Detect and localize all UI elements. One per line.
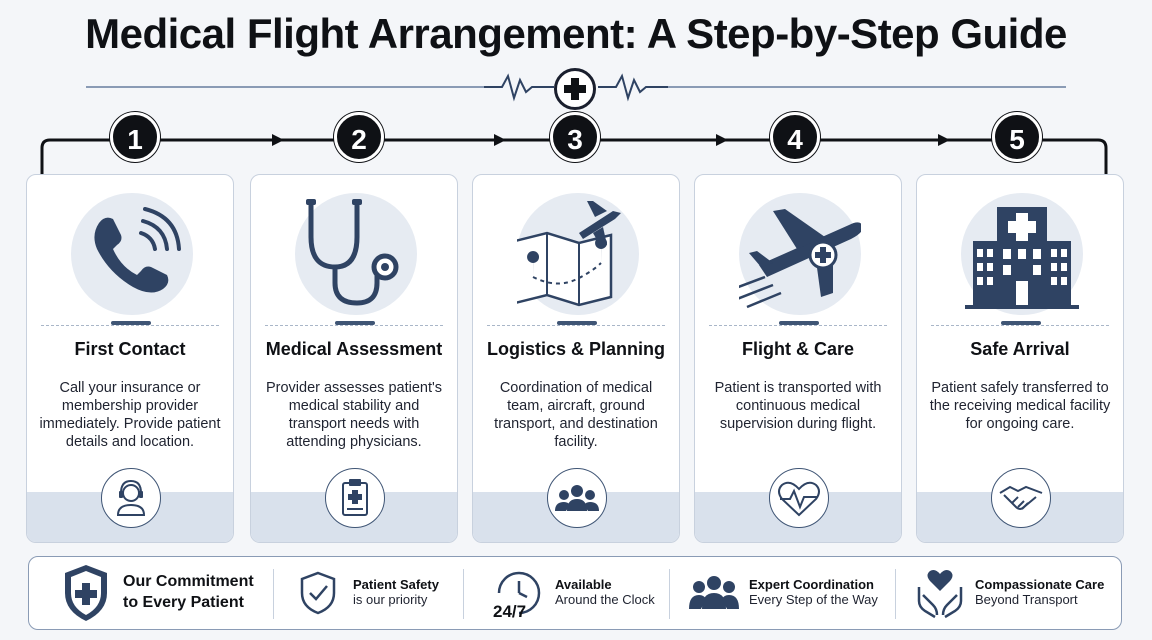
step-number-4: 4	[770, 112, 820, 162]
card-divider	[709, 325, 887, 326]
step-title: Safe Arrival	[970, 339, 1070, 359]
card-accent-bar	[1001, 321, 1041, 325]
card-divider	[265, 325, 443, 326]
card-divider	[931, 325, 1109, 326]
commitment-heading-line1: Our Commitment	[123, 573, 254, 590]
team-icon	[689, 576, 739, 609]
step-card-flight-care: Flight & Care Patient is transported wit…	[694, 174, 902, 543]
step-description: Patient is transported with continuous m…	[714, 380, 882, 432]
step-description: Coordination of medical team, aircraft, …	[494, 380, 658, 450]
commitment-banner: Our Commitment to Every Patient Patient …	[28, 556, 1122, 630]
step-description: Patient safely transferred to the receiv…	[929, 380, 1111, 432]
phone-icon	[71, 193, 193, 315]
commitment-item-patient-safety: Patient Safety is our priority	[353, 577, 439, 607]
map-plane-icon	[513, 193, 639, 315]
banner-divider	[895, 569, 896, 619]
commitment-heading: Our Commitment to Every Patient	[123, 571, 254, 613]
page-title: Medical Flight Arrangement: A Step-by-St…	[85, 10, 1067, 57]
step-number-5: 5	[992, 112, 1042, 162]
shield-cross-icon	[65, 565, 107, 621]
step-title: Logistics & Planning	[486, 339, 665, 359]
clock-24-7-icon: 24/7	[493, 571, 541, 621]
stethoscope-icon	[295, 193, 417, 315]
step-card-logistics-planning: Logistics & Planning Coordination of med…	[472, 174, 680, 543]
commitment-item-subtitle: Beyond Transport	[975, 592, 1078, 607]
step-number-3: 3	[550, 112, 600, 162]
clock-24-7-label: 24/7	[493, 602, 526, 621]
step-title: Medical Assessment	[265, 339, 443, 359]
pulse-line-icon	[484, 73, 554, 102]
step-number-1: 1	[110, 112, 160, 162]
banner-divider	[273, 569, 274, 619]
step-card-safe-arrival: Safe Arrival Patient safely transferred …	[916, 174, 1124, 543]
hospital-icon	[961, 193, 1083, 315]
card-accent-bar	[335, 321, 375, 325]
team-icon	[547, 468, 607, 528]
step-card-first-contact: First Contact Call your insurance or mem…	[26, 174, 234, 543]
medical-plane-icon	[732, 193, 863, 315]
header-divider-left	[86, 86, 486, 88]
commitment-item-available: Available Around the Clock	[555, 577, 655, 607]
card-accent-bar	[779, 321, 819, 325]
pulse-line-icon	[598, 73, 668, 102]
handshake-icon	[991, 468, 1051, 528]
commitment-item-title: Available	[555, 577, 612, 592]
card-divider	[487, 325, 665, 326]
commitment-item-title: Compassionate Care	[975, 577, 1105, 592]
step-description: Call your insurance or membership provid…	[39, 380, 221, 450]
commitment-item-compassionate-care: Compassionate Care Beyond Transport	[975, 577, 1104, 607]
commitment-item-subtitle: Every Step of the Way	[749, 592, 878, 607]
step-title: Flight & Care	[741, 339, 854, 359]
commitment-heading-line2: to Every Patient	[123, 594, 244, 611]
commitment-item-title: Expert Coordination	[749, 577, 874, 592]
card-divider	[41, 325, 219, 326]
commitment-item-expert-coordination: Expert Coordination Every Step of the Wa…	[749, 577, 878, 607]
shield-check-icon	[300, 571, 336, 615]
step-description: Provider assesses patient's medical stab…	[265, 380, 443, 450]
step-card-medical-assessment: Medical Assessment Provider assesses pat…	[250, 174, 458, 543]
header-divider-right	[666, 86, 1066, 88]
clipboard-icon	[325, 468, 385, 528]
card-accent-bar	[557, 321, 597, 325]
banner-divider	[463, 569, 464, 619]
hands-heart-icon	[917, 570, 963, 619]
commitment-item-title: Patient Safety	[353, 577, 439, 592]
heartbeat-icon	[769, 468, 829, 528]
headset-agent-icon	[101, 468, 161, 528]
card-accent-bar	[111, 321, 151, 325]
banner-divider	[669, 569, 670, 619]
step-number-2: 2	[334, 112, 384, 162]
commitment-item-subtitle: Around the Clock	[555, 592, 655, 607]
commitment-item-subtitle: is our priority	[353, 592, 428, 607]
medical-cross-icon	[554, 68, 596, 110]
step-title: First Contact	[74, 339, 186, 359]
